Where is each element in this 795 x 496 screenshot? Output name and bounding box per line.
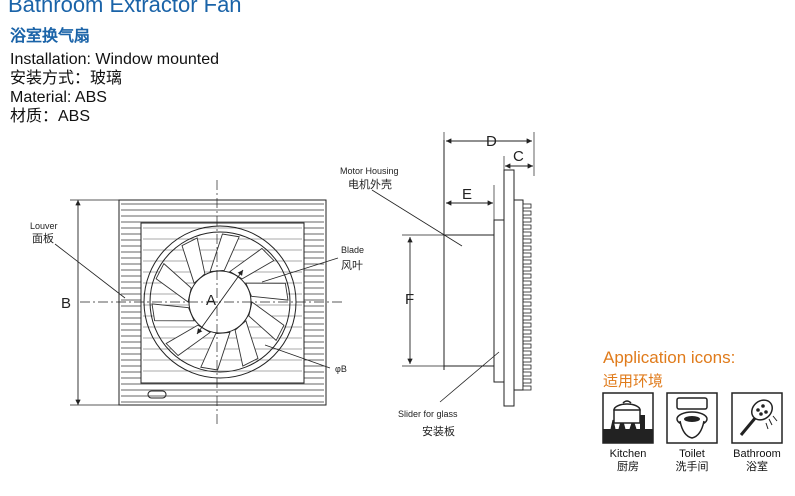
side-view — [371, 132, 535, 407]
side-fin — [522, 364, 532, 370]
toilet-label: Toilet — [679, 448, 705, 460]
application-item-kitchen: Kitchen 厨房 — [603, 448, 653, 474]
shower-icon — [731, 392, 783, 444]
bathroom-label: Bathroom — [733, 448, 781, 460]
louver-label: Louver — [30, 221, 58, 231]
louver-label-cn: 面板 — [32, 231, 54, 245]
side-fin — [522, 280, 532, 286]
side-fin — [522, 217, 532, 223]
toilet-label-cn: 洗手间 — [675, 461, 709, 473]
side-fin — [522, 224, 532, 230]
side-fin — [522, 252, 532, 258]
side-fin — [522, 294, 532, 300]
side-fin — [522, 322, 532, 328]
application-title: Application icons: — [603, 348, 736, 367]
side-fin — [522, 273, 532, 279]
dim-a-label: A — [206, 292, 216, 309]
spec-installation: Installation: Window mounted — [10, 51, 219, 68]
page-title: Bathroom Extractor Fan — [8, 0, 242, 17]
application-item-toilet: Toilet 洗手间 — [667, 448, 717, 474]
dim-f-label: F — [405, 291, 414, 308]
slider-label-cn: 安装板 — [422, 424, 455, 438]
fan-frame — [118, 199, 327, 406]
side-fin — [522, 259, 532, 265]
spec-material-cn: 材质：ABS — [10, 108, 91, 125]
side-fin — [522, 231, 532, 237]
dim-c-label: C — [513, 148, 524, 165]
phi-b-label: φB — [335, 364, 347, 374]
application-item-bathroom: Bathroom 浴室 — [725, 448, 789, 474]
side-fin — [522, 203, 532, 209]
front-view — [54, 180, 345, 425]
kitchen-label: Kitchen — [609, 448, 647, 460]
side-fin — [522, 301, 532, 307]
side-fin — [522, 210, 532, 216]
motor-housing-label: Motor Housing — [340, 166, 399, 176]
side-fin — [522, 371, 532, 377]
slider-label: Slider for glass — [398, 409, 458, 419]
dim-e-label: E — [462, 186, 472, 203]
side-fin — [522, 378, 532, 384]
side-fin — [522, 238, 532, 244]
toilet-icon — [666, 392, 718, 444]
side-fin — [522, 308, 532, 314]
motor-housing-label-cn: 电机外壳 — [348, 177, 392, 191]
spec-installation-cn: 安装方式：玻璃 — [10, 70, 123, 87]
side-fin — [522, 287, 532, 293]
side-fin — [522, 245, 532, 251]
side-fin — [522, 343, 532, 349]
spec-material: Material: ABS — [10, 89, 107, 106]
blade-label-cn: 风叶 — [341, 259, 363, 272]
front-panel-side — [503, 169, 515, 407]
side-fin — [522, 357, 532, 363]
kitchen-label-cn: 厨房 — [617, 461, 639, 473]
dim-d-label: D — [486, 133, 497, 150]
application-title-cn: 适用环境 — [603, 373, 664, 390]
side-fin — [522, 385, 532, 391]
side-fin — [522, 315, 532, 321]
side-fin — [522, 266, 532, 272]
side-fin — [522, 329, 532, 335]
dim-b-label: B — [61, 295, 71, 312]
side-fin — [522, 350, 532, 356]
bathroom-label-cn: 浴室 — [746, 461, 768, 473]
blade-label: Blade — [341, 245, 364, 255]
motor-housing — [443, 234, 495, 367]
page-title-cn: 浴室换气扇 — [10, 28, 91, 45]
side-fin — [522, 336, 532, 342]
pull-tab — [147, 390, 167, 399]
kitchen-icon — [602, 392, 654, 444]
